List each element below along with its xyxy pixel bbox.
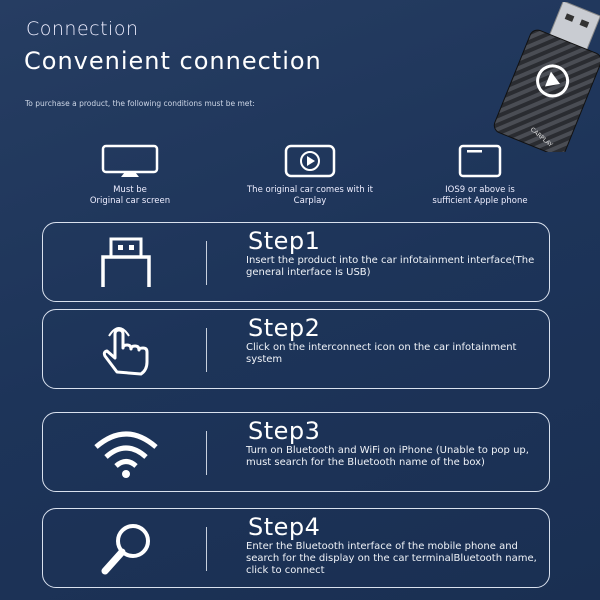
step-text: Insert the product into the car infotain…: [246, 255, 535, 278]
carplay-dongle-image: CARPLAY: [493, 2, 600, 152]
divider: [206, 328, 207, 372]
requirement-text: Must be: [113, 185, 147, 195]
requirement-original-screen: Must be Original car screen: [50, 144, 210, 207]
requirement-apple-phone: IOS9 or above is sufficient Apple phone: [400, 144, 560, 207]
wifi-icon: [94, 431, 158, 478]
section-label: Connection: [26, 18, 139, 40]
step-card-2: Step2 Click on the interconnect icon on …: [42, 309, 550, 389]
step-text: Enter the Bluetooth interface of the mob…: [246, 541, 537, 576]
step-card-1: Step1 Insert the product into the car in…: [42, 222, 550, 302]
step-text: Click on the interconnect icon on the ca…: [246, 342, 517, 365]
step-title: Step1: [248, 227, 321, 255]
step-title: Step4: [248, 513, 321, 541]
step-title: Step2: [248, 314, 321, 342]
search-icon: [101, 524, 150, 575]
requirement-text: Original car screen: [89, 196, 171, 206]
requirement-text: sufficient Apple phone: [432, 196, 528, 206]
requirement-text: IOS9 or above is: [445, 185, 515, 195]
step-title: Step3: [248, 417, 321, 445]
usb-icon: [101, 237, 151, 287]
step-card-3: Step3 Turn on Bluetooth and WiFi on iPho…: [42, 412, 550, 492]
carplay-icon: [284, 144, 336, 178]
divider: [206, 527, 207, 571]
monitor-icon: [101, 144, 159, 177]
step-text: Turn on Bluetooth and WiFi on iPhone (Un…: [246, 445, 529, 468]
step-card-4: Step4 Enter the Bluetooth interface of t…: [42, 508, 550, 588]
requirement-carplay: The original car comes with it Carplay: [230, 144, 390, 207]
phone-icon: [458, 144, 502, 178]
divider: [206, 241, 207, 285]
conditions-intro: To purchase a product, the following con…: [25, 99, 255, 108]
requirement-text: The original car comes with it: [246, 185, 373, 195]
divider: [206, 431, 207, 475]
requirement-text: Carplay: [293, 196, 327, 206]
hand-tap-icon: [102, 327, 149, 376]
page-title: Convenient connection: [24, 47, 322, 75]
